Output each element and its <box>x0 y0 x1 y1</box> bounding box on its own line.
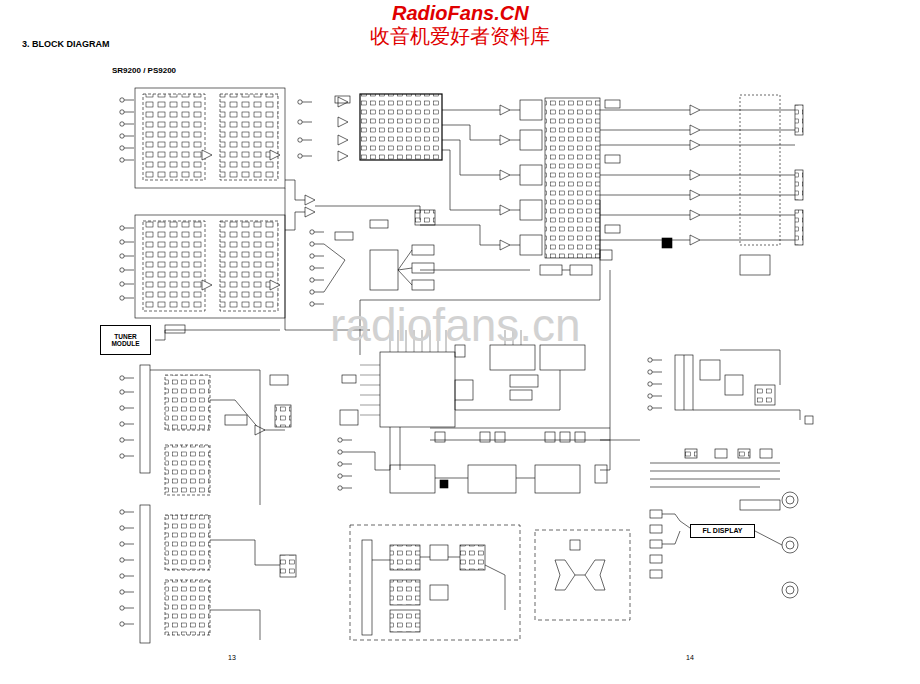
model-number: SR9200 / PS9200 <box>112 67 176 76</box>
site-banner: RadioFans.CN <box>392 2 529 24</box>
tuner-module-box: TUNER MODULE <box>100 325 151 355</box>
box-text: TUNER MODULE <box>101 333 150 347</box>
site-subtitle: 收音机爱好者资料库 <box>370 25 550 47</box>
page-number: 14 <box>686 654 694 662</box>
page-number: 13 <box>228 654 236 662</box>
box-text: FL DISPLAY <box>702 527 742 535</box>
fl-display-box: FL DISPLAY <box>690 524 755 538</box>
watermark: radiofans.cn <box>330 300 581 351</box>
diagram-title: 3. BLOCK DIAGRAM <box>22 40 110 50</box>
